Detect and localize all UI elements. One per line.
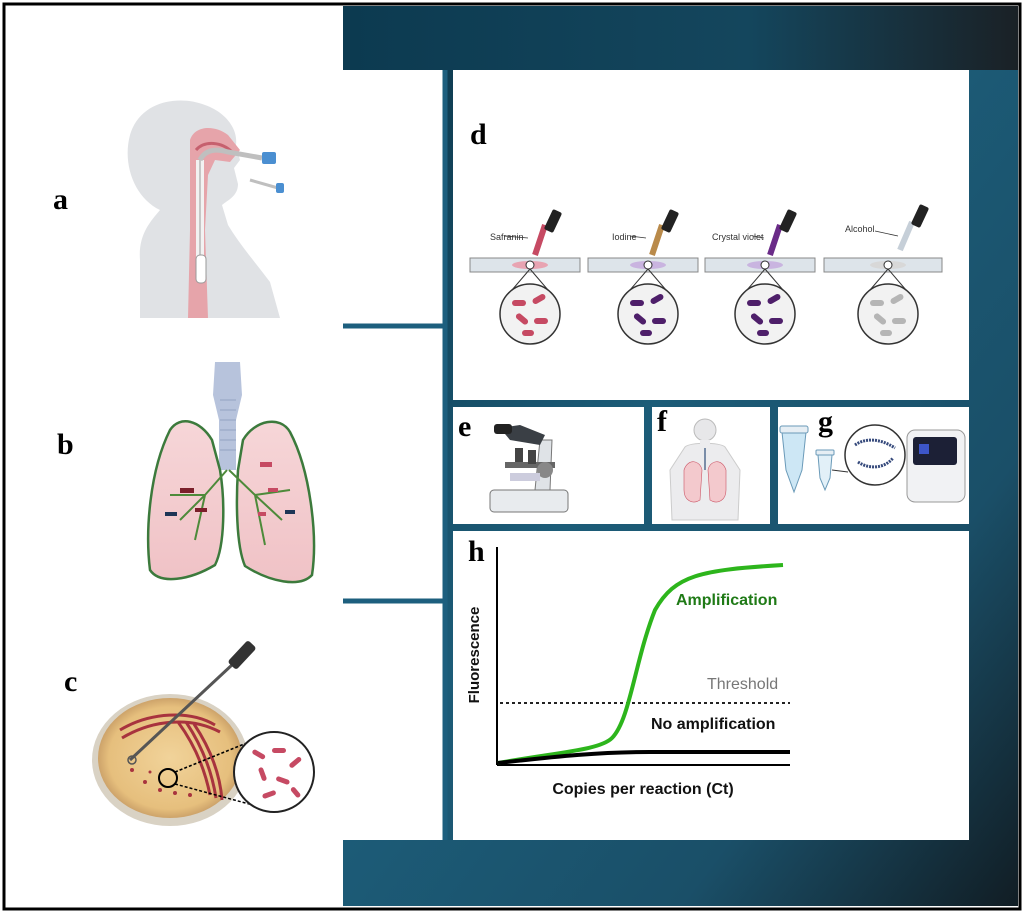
microscope-icon: [489, 424, 569, 513]
no-amplification-curve: [497, 749, 790, 765]
dark-top-band: [343, 6, 1018, 70]
intubation-illustration: [127, 100, 284, 318]
threshold-label: Threshold: [707, 676, 778, 693]
stain-step-alcohol: Alcohol: [823, 204, 943, 345]
stain-step-safranin: Safranin: [469, 209, 581, 345]
amplification-curve: [497, 563, 784, 765]
stain-step-crystal-violet: Crystal violet: [704, 209, 816, 345]
connectors: [343, 70, 448, 840]
x-axis-label: Copies per reaction (Ct): [552, 781, 733, 798]
stain-label: Alcohol: [845, 224, 875, 234]
panel-label-a: a: [53, 183, 68, 216]
panel-label-b: b: [57, 428, 74, 461]
no-amplification-label: No amplification: [651, 716, 775, 733]
lungs-illustration: [146, 362, 316, 584]
panel-label-h: h: [468, 535, 485, 568]
stain-step-iodine: Iodine: [587, 209, 699, 345]
stain-label: Crystal violet: [712, 232, 764, 242]
panel-label-d: d: [470, 118, 487, 151]
qpcr-plot: Fluorescence Copies per reaction (Ct) Am…: [466, 547, 790, 798]
torso-icon: [669, 418, 741, 521]
amplification-label: Amplification: [676, 592, 777, 609]
stain-label: Iodine: [612, 232, 637, 242]
petri-dish-illustration: [92, 641, 315, 826]
panel-label-c: c: [64, 665, 78, 698]
y-axis-label: Fluorescence: [466, 607, 483, 704]
mid-white-band: [343, 70, 445, 840]
panel-label-f: f: [657, 405, 667, 438]
panel-label-g: g: [818, 405, 833, 438]
pcr-illustration: [779, 424, 966, 503]
stain-label: Safranin: [490, 232, 524, 242]
panel-label-e: e: [458, 410, 472, 443]
panel-h: [453, 531, 969, 840]
gram-stain-illustration: Safranin Iodine: [469, 204, 943, 345]
